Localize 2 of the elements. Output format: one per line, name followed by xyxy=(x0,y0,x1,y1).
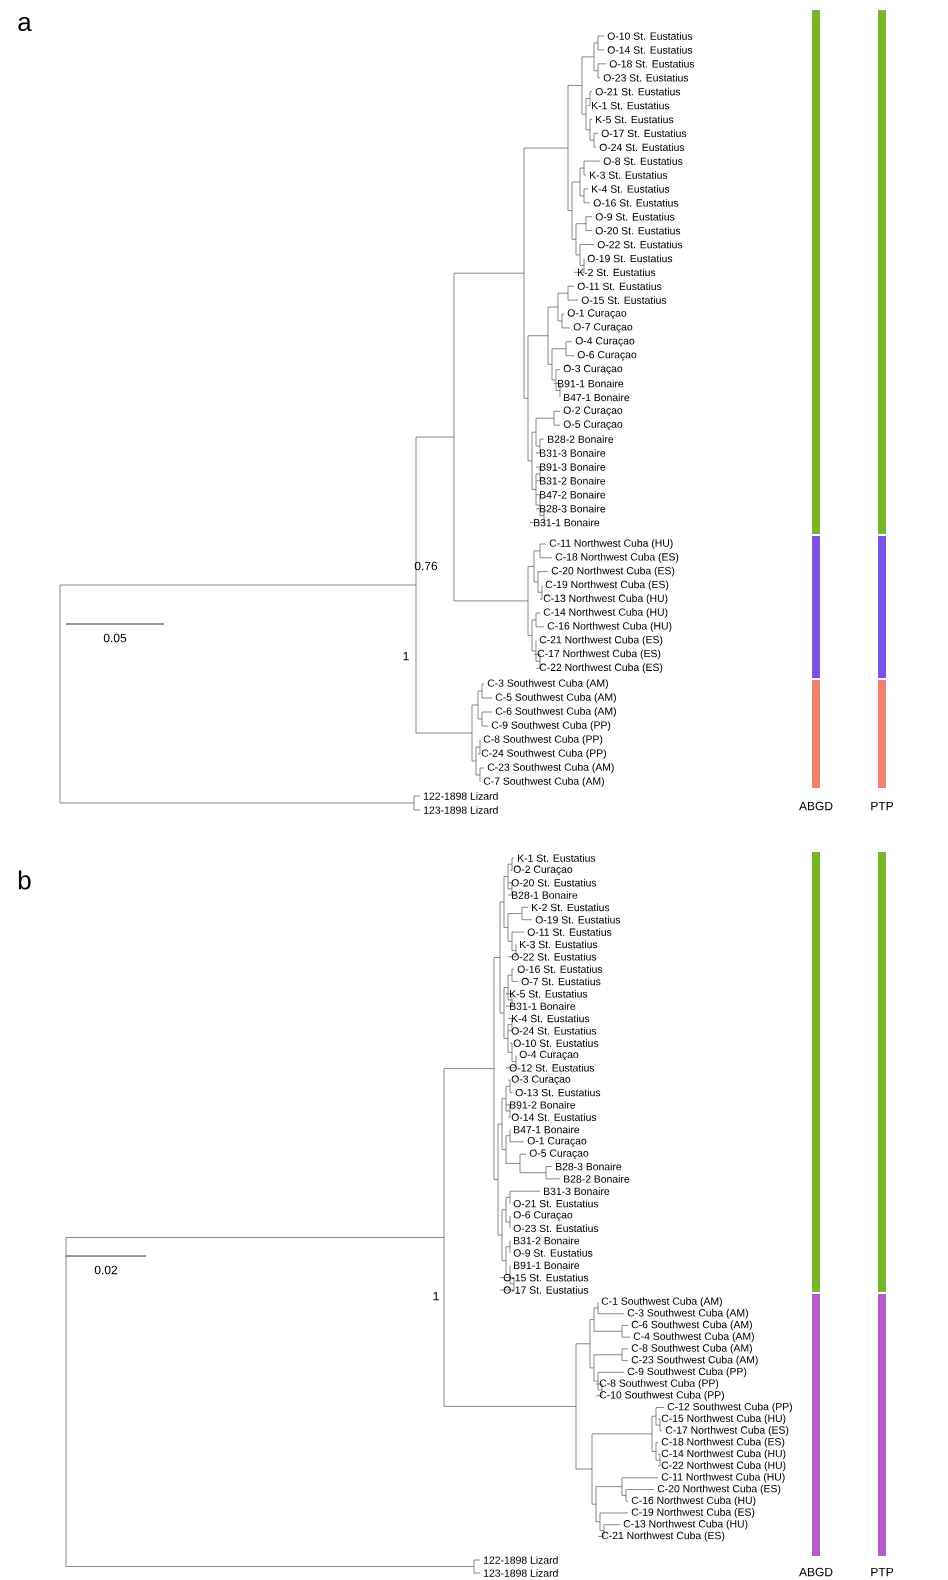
panel-letter: b xyxy=(18,870,31,890)
panel-letter: a xyxy=(18,16,32,32)
